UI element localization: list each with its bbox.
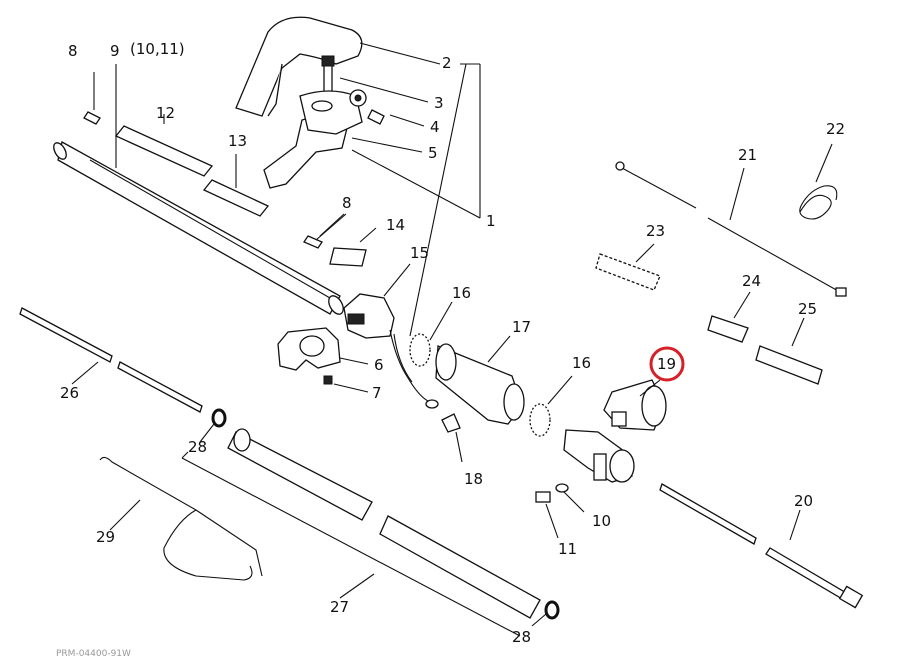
footer-code: PRM-04400-91W <box>56 649 131 658</box>
wire-clip-part <box>799 185 838 220</box>
outer-rod-part <box>19 307 203 413</box>
throttle-switch-part <box>343 293 439 409</box>
part-labels: 1 2 3 4 5 6 7 8 8 9 (10,11) 10 11 12 13 … <box>60 40 845 646</box>
label-6: 6 <box>374 356 384 374</box>
holder-part <box>755 345 823 385</box>
label-8a: 8 <box>68 42 78 60</box>
label-25: 25 <box>798 300 817 318</box>
coil-spring-part <box>595 253 661 291</box>
lower-clamp-part <box>277 327 341 385</box>
label-19: 19 <box>657 355 676 373</box>
label-16a: 16 <box>452 284 471 302</box>
label-18: 18 <box>464 470 483 488</box>
label-21: 21 <box>738 146 757 164</box>
label-23: 23 <box>646 222 665 240</box>
label-24: 24 <box>742 272 761 290</box>
grip-part <box>435 343 525 425</box>
label-8b: 8 <box>342 194 352 212</box>
wire-loop-part <box>99 456 263 581</box>
small-screw-part <box>535 483 569 503</box>
label-4: 4 <box>430 118 440 136</box>
main-tube-part <box>53 141 344 315</box>
sleeve-part <box>707 315 749 343</box>
spring-ring-part <box>409 333 551 437</box>
label-22: 22 <box>826 120 845 138</box>
label-28b: 28 <box>512 628 531 646</box>
label-28a: 28 <box>188 438 207 456</box>
cap-part <box>603 379 667 431</box>
label-15: 15 <box>410 244 429 262</box>
label-29: 29 <box>96 528 115 546</box>
label-5: 5 <box>428 144 438 162</box>
o-ring-part <box>211 408 560 620</box>
label-14: 14 <box>386 216 405 234</box>
label-26: 26 <box>60 384 79 402</box>
handle-clamp-part <box>263 89 367 189</box>
highlight-circle <box>649 346 685 382</box>
throttle-cable-part <box>615 161 847 297</box>
label-17: 17 <box>512 318 531 336</box>
label-20: 20 <box>794 492 813 510</box>
label-27: 27 <box>330 598 349 616</box>
label-11: 11 <box>558 540 577 558</box>
label-13: 13 <box>228 132 247 150</box>
leader-lines <box>71 42 833 637</box>
label-16b: 16 <box>572 354 591 372</box>
screw-part <box>367 109 385 125</box>
shaft-tube-part <box>227 428 541 619</box>
drive-shaft-part <box>659 483 864 609</box>
label-3: 3 <box>434 94 444 112</box>
decal-part <box>83 111 367 267</box>
label-1: 1 <box>486 212 496 230</box>
label-2: 2 <box>442 54 452 72</box>
gear-housing-part <box>563 429 635 483</box>
label-7: 7 <box>372 384 382 402</box>
label-12: 12 <box>156 104 175 122</box>
connector-part <box>441 413 461 433</box>
label-10: 10 <box>592 512 611 530</box>
label-9: 9 <box>110 42 120 60</box>
handle-part <box>235 16 363 117</box>
label-9-sub: (10,11) <box>130 40 185 58</box>
